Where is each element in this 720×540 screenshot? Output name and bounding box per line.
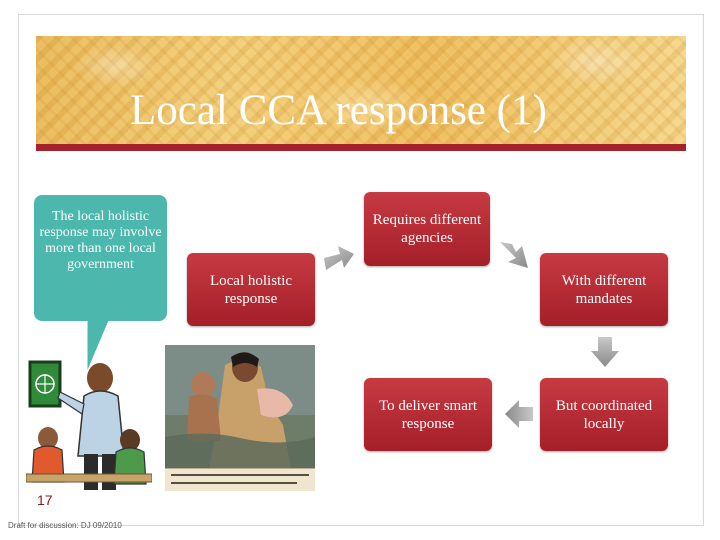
arrow-icon [591,337,619,367]
teacher-clipart [26,360,152,490]
node-to-deliver-smart-response: To deliver smart response [364,378,492,451]
flood-photo [165,345,315,491]
node-but-coordinated-locally-label: But coordinated locally [555,397,653,432]
slide-frame [18,14,704,526]
node-requires-different-agencies-label: Requires different agencies [372,212,482,246]
photo-caption [165,468,315,491]
node-local-holistic-response: Local holistic response [187,253,315,326]
node-to-deliver-smart-response-label: To deliver smart response [378,397,478,432]
arrow-icon [324,246,354,270]
node-but-coordinated-locally: But coordinated locally [540,378,668,451]
slide-title: Local CCA response (1) [130,87,547,134]
speech-bubble: The local holistic response may involve … [34,195,167,321]
node-with-different-mandates-label: With different mandates [561,272,647,307]
node-with-different-mandates: With different mandates [540,253,668,326]
node-local-holistic-response-label: Local holistic response [209,272,293,307]
footer-note: Draft for discussion: DJ 09/2010 [8,521,122,530]
arrow-icon [500,242,528,268]
page-number: 17 [37,492,53,508]
node-requires-different-agencies: Requires different agencies [364,192,490,266]
arrow-icon [505,400,533,428]
title-rule [36,144,686,151]
flood-photo-image [165,345,315,469]
title-banner [36,36,686,144]
